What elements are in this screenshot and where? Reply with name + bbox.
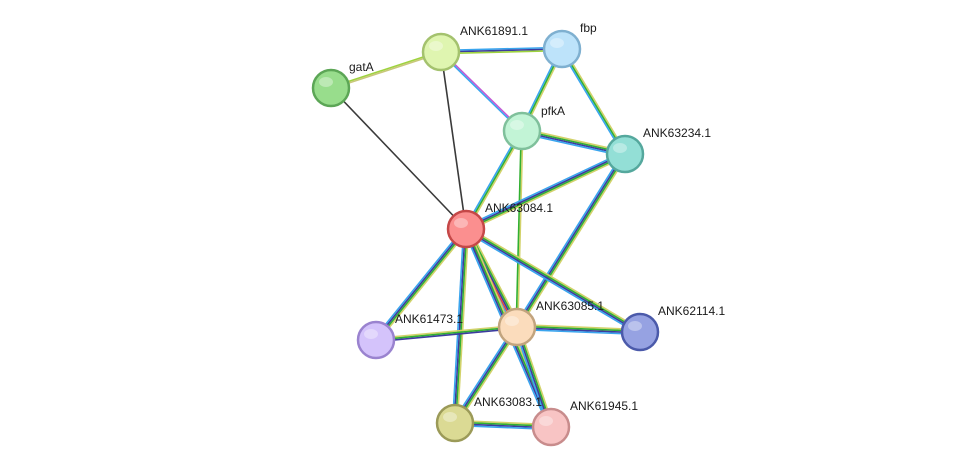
- node-circle[interactable]: [502, 111, 542, 151]
- node-highlight: [454, 218, 468, 228]
- node-highlight: [539, 416, 553, 426]
- edge-ANK63084.1-ANK63083.1: [451, 228, 470, 424]
- node-highlight: [628, 321, 642, 331]
- edge-evidence-line: [515, 153, 626, 328]
- edge-evidence-line: [375, 324, 517, 340]
- edge-ANK63234.1-ANK63084.1: [464, 151, 627, 232]
- edge-evidence-line: [466, 155, 627, 232]
- edge-evidence-line: [440, 48, 563, 53]
- node-highlight: [443, 412, 457, 422]
- edge-evidence-line: [516, 153, 627, 328]
- node-label: ANK62114.1: [658, 304, 725, 318]
- node-highlight: [550, 38, 564, 48]
- edge-evidence-line: [331, 52, 442, 90]
- node-highlight: [613, 143, 627, 153]
- node-circle[interactable]: [435, 403, 475, 443]
- node-ANK63083.1[interactable]: ANK63083.1: [435, 395, 542, 443]
- edge-ANK63084.1-ANK62114.1: [464, 226, 642, 335]
- edge-evidence-line: [376, 327, 518, 343]
- edge-evidence-line: [377, 230, 469, 343]
- node-highlight: [429, 41, 443, 51]
- edge-evidence-line: [466, 226, 642, 331]
- edge-fbp-ANK63234.1: [559, 47, 628, 156]
- node-label: ANK63084.1: [485, 201, 553, 215]
- edge-evidence-line: [466, 153, 626, 231]
- node-highlight: [510, 120, 524, 130]
- edge-evidence-line: [453, 228, 467, 423]
- edge-evidence-line: [561, 48, 626, 155]
- edge-evidence-line: [330, 50, 441, 89]
- edge-evidence-line: [516, 327, 641, 334]
- edge-evidence-line: [464, 151, 625, 228]
- node-label: ANK61473.1: [395, 312, 463, 326]
- node-ANK61891.1[interactable]: ANK61891.1: [421, 24, 528, 72]
- edge-evidence-line: [441, 49, 563, 55]
- node-label: ANK63085.1: [536, 299, 604, 313]
- edge-ANK61473.1-ANK63085.1: [375, 324, 518, 343]
- edge-ANK63234.1-ANK63085.1: [514, 152, 628, 329]
- node-label: fbp: [580, 21, 597, 35]
- node-label: ANK63083.1: [474, 395, 542, 409]
- edge-evidence-line: [464, 230, 640, 335]
- edge-ANK63085.1-ANK62114.1: [516, 323, 641, 336]
- edge-ANK61891.1-fbp: [440, 46, 563, 55]
- edge-evidence-line: [375, 326, 518, 341]
- node-highlight: [364, 329, 378, 339]
- node-circle[interactable]: [356, 320, 396, 360]
- node-highlight: [505, 316, 519, 326]
- edge-evidence-line: [518, 154, 628, 329]
- edge-gatA-ANK63084.1: [330, 87, 467, 230]
- edge-evidence-line: [451, 228, 465, 423]
- node-pfkA[interactable]: pfkA: [502, 104, 565, 151]
- node-ANK63085.1[interactable]: ANK63085.1: [497, 299, 604, 347]
- edge-evidence-line: [466, 227, 641, 333]
- edge-evidence-line: [454, 229, 468, 424]
- node-ANK61945.1[interactable]: ANK61945.1: [531, 399, 638, 447]
- nodes-layer: ANK61891.1 fbp gatA pfkA ANK63234.1ANK63084.…: [311, 21, 725, 447]
- edge-evidence-line: [330, 87, 467, 230]
- edge-evidence-line: [517, 130, 524, 328]
- edge-ANK63084.1-ANK61473.1: [373, 226, 469, 343]
- edge-evidence-line: [515, 130, 522, 327]
- edge-evidence-line: [516, 325, 641, 332]
- node-circle[interactable]: [421, 32, 461, 72]
- node-circle[interactable]: [497, 307, 537, 347]
- node-circle[interactable]: [531, 407, 571, 447]
- edge-evidence-line: [465, 152, 625, 230]
- edge-evidence-line: [373, 226, 465, 339]
- node-circle[interactable]: [311, 68, 351, 108]
- edge-evidence-line: [559, 49, 625, 156]
- edge-evidence-line: [465, 229, 640, 334]
- node-circle[interactable]: [605, 134, 645, 174]
- edge-evidence-line: [514, 152, 624, 327]
- edges-layer: [330, 46, 642, 431]
- edge-evidence-line: [374, 227, 467, 340]
- node-label: ANK63234.1: [643, 126, 711, 140]
- node-label: gatA: [349, 60, 374, 74]
- edge-evidence-line: [440, 51, 467, 230]
- node-highlight: [319, 77, 333, 87]
- node-ANK61473.1[interactable]: ANK61473.1: [356, 312, 463, 360]
- edge-evidence-line: [440, 46, 562, 52]
- edge-gatA-ANK61891.1: [330, 50, 442, 90]
- node-circle[interactable]: [620, 312, 660, 352]
- edge-evidence-line: [516, 328, 640, 336]
- node-ANK63084.1[interactable]: ANK63084.1: [446, 201, 553, 249]
- edge-evidence-line: [517, 323, 641, 331]
- edge-evidence-line: [375, 229, 468, 342]
- edge-ANK61891.1-ANK63084.1: [440, 51, 467, 230]
- edge-evidence-line: [562, 47, 628, 154]
- node-fbp[interactable]: fbp: [542, 21, 597, 69]
- node-circle[interactable]: [446, 209, 486, 249]
- node-gatA[interactable]: gatA: [311, 60, 374, 108]
- node-ANK63234.1[interactable]: ANK63234.1: [605, 126, 711, 174]
- node-label: ANK61891.1: [460, 24, 528, 38]
- edge-pfkA-ANK63085.1: [515, 130, 524, 328]
- node-ANK62114.1[interactable]: ANK62114.1: [620, 304, 725, 352]
- edge-evidence-line: [456, 229, 470, 424]
- node-label: pfkA: [541, 104, 565, 118]
- node-label: ANK61945.1: [570, 399, 638, 413]
- node-circle[interactable]: [542, 29, 582, 69]
